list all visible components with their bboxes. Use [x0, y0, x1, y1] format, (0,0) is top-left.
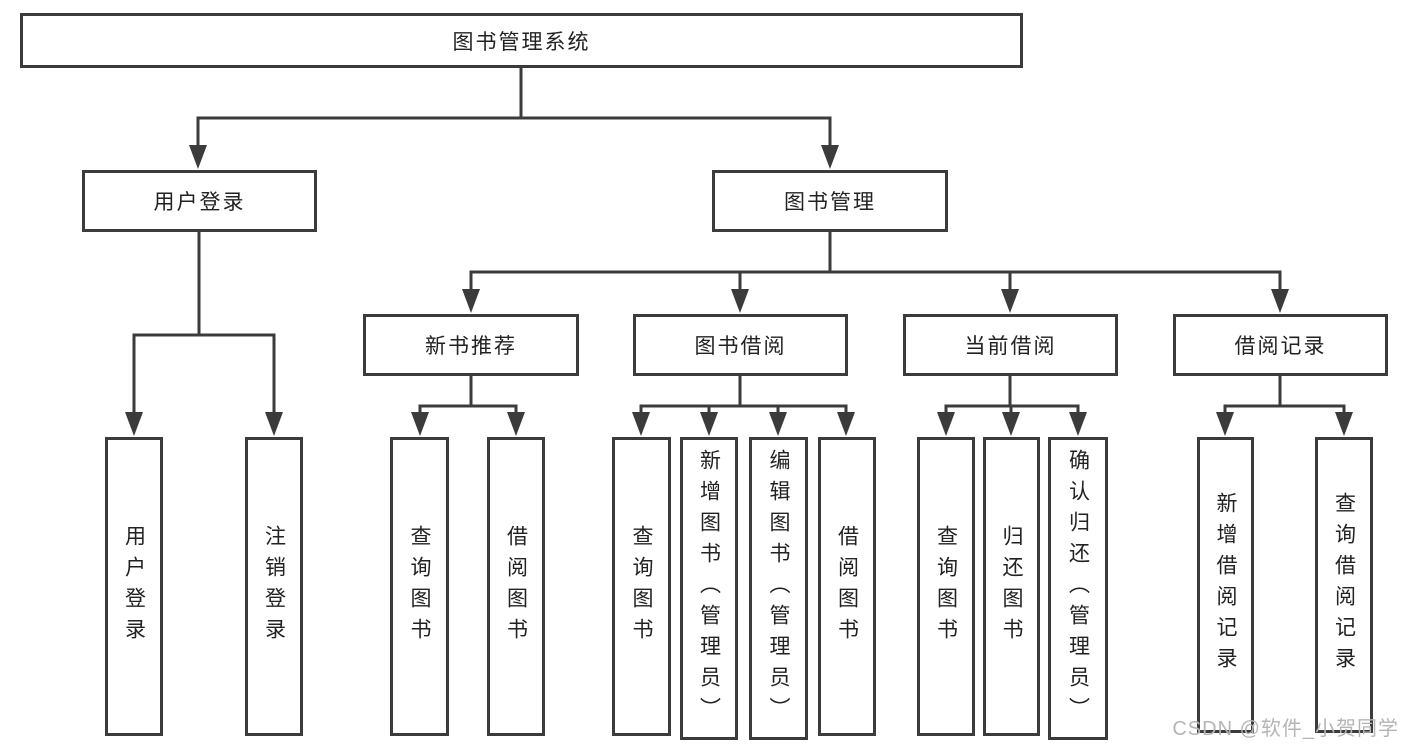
- node-label: 新增图书（管理员）: [697, 449, 721, 728]
- node-label: 图书借阅: [694, 335, 787, 358]
- node-label: 查询图书: [630, 524, 653, 649]
- node-label: 查询图书: [934, 524, 958, 649]
- node-book-borrowing: 图书借阅: [633, 314, 848, 376]
- node-label: 用户登录: [122, 524, 146, 649]
- node-label: 归还图书: [1000, 524, 1023, 649]
- leaf-recommend-query-books: 查询图书: [390, 437, 449, 736]
- csdn-watermark: CSDN @软件_小贺同学: [1172, 718, 1399, 740]
- node-label: 新增借阅记录: [1214, 492, 1237, 678]
- node-current-borrowing: 当前借阅: [903, 314, 1118, 376]
- node-label: 编辑图书（管理员）: [767, 449, 790, 728]
- leaf-borrowing-borrow-books: 借阅图书: [818, 437, 876, 736]
- connector-lines: [132, 66, 1346, 414]
- node-label: 查询借阅记录: [1332, 492, 1356, 678]
- node-label: 当前借阅: [964, 335, 1057, 358]
- node-system-root: 图书管理系统: [20, 13, 1023, 68]
- node-label: 借阅图书: [835, 524, 859, 649]
- node-label: 借阅图书: [504, 524, 528, 649]
- node-new-book-recommendation: 新书推荐: [363, 314, 579, 376]
- leaf-current-query-books: 查询图书: [917, 437, 975, 736]
- node-label: 注销登录: [262, 524, 286, 649]
- arrowhead-icons: [125, 145, 1353, 436]
- node-label: 用户登录: [153, 191, 246, 214]
- node-label: 图书管理系统: [452, 30, 591, 54]
- node-label: 确认归还（管理员）: [1066, 449, 1090, 728]
- node-user-login: 用户登录: [82, 170, 317, 232]
- node-label: 图书管理: [784, 191, 876, 214]
- leaf-current-return-books: 归还图书: [983, 437, 1040, 736]
- leaf-borrowing-edit-book-admin: 编辑图书（管理员）: [749, 437, 808, 740]
- leaf-records-query-borrow-record: 查询借阅记录: [1315, 437, 1373, 733]
- leaf-borrowing-query-books: 查询图书: [612, 437, 671, 736]
- leaf-records-add-borrow-record: 新增借阅记录: [1197, 437, 1254, 733]
- leaf-recommend-borrow-books: 借阅图书: [487, 437, 545, 736]
- leaf-borrowing-add-book-admin: 新增图书（管理员）: [680, 437, 738, 740]
- leaf-logout: 注销登录: [245, 437, 303, 736]
- node-label: 查询图书: [408, 524, 431, 649]
- node-borrowing-records: 借阅记录: [1173, 314, 1388, 376]
- node-book-management: 图书管理: [712, 170, 948, 232]
- node-label: 新书推荐: [425, 335, 517, 358]
- leaf-user-login: 用户登录: [105, 437, 163, 736]
- leaf-current-confirm-return-admin: 确认归还（管理员）: [1048, 437, 1108, 740]
- node-label: 借阅记录: [1234, 335, 1327, 358]
